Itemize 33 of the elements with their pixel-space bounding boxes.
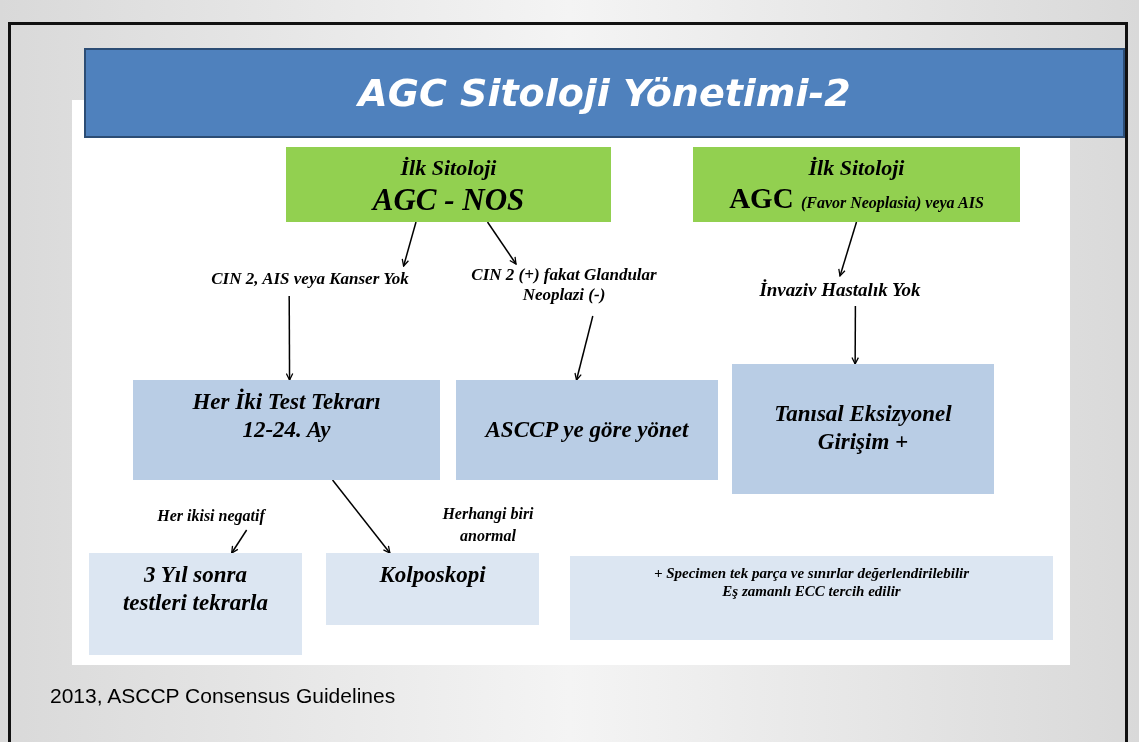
box-text: AGC - NOS xyxy=(372,181,525,219)
arrow xyxy=(838,221,858,277)
box-text: 3 Yıl sonra testleri tekrarla xyxy=(122,561,269,617)
arrow xyxy=(285,295,294,381)
box-text: AGC (Favor Neoplasia) veya AIS xyxy=(729,181,984,217)
box-text: Her İki Test Tekrarı 12-24. Ay xyxy=(191,388,382,444)
box-text: ASCCP ye göre yönet xyxy=(485,416,689,444)
process-box xyxy=(326,553,539,625)
note-text: Eş zamanlı ECC tercih edilir xyxy=(722,582,901,600)
arrow xyxy=(486,221,517,265)
caption: 2013, ASCCP Consensus Guidelines xyxy=(50,684,396,708)
process-box xyxy=(732,364,994,494)
arrow xyxy=(230,529,248,554)
box-heading: İlk Sitoloji xyxy=(400,155,497,182)
branch-label: CIN 2 (+) fakat Glandular Neoplazi (-) xyxy=(470,265,658,306)
box-text: Kolposkopi xyxy=(379,561,486,589)
process-box xyxy=(89,553,302,655)
arrow xyxy=(331,479,391,554)
branch-label: İnvaziv Hastalık Yok xyxy=(759,279,921,302)
arrow xyxy=(574,315,594,381)
process-box xyxy=(133,380,440,480)
note-box xyxy=(570,556,1053,640)
box-heading: İlk Sitoloji xyxy=(808,155,905,182)
title: AGC Sitoloji Yönetimi-2 xyxy=(358,71,851,115)
process-box xyxy=(286,147,611,222)
branch-label: CIN 2, AIS veya Kanser Yok xyxy=(211,269,409,290)
arrow xyxy=(851,305,859,365)
arrow xyxy=(401,221,417,267)
box-text: Tanısal Eksizyonel Girişim + xyxy=(773,400,953,456)
note-text: + Specimen tek parça ve sınırlar değerlendirilebilir xyxy=(653,564,970,582)
process-box xyxy=(456,380,718,480)
process-box xyxy=(693,147,1020,222)
branch-label: Her ikisi negatif xyxy=(157,506,265,526)
